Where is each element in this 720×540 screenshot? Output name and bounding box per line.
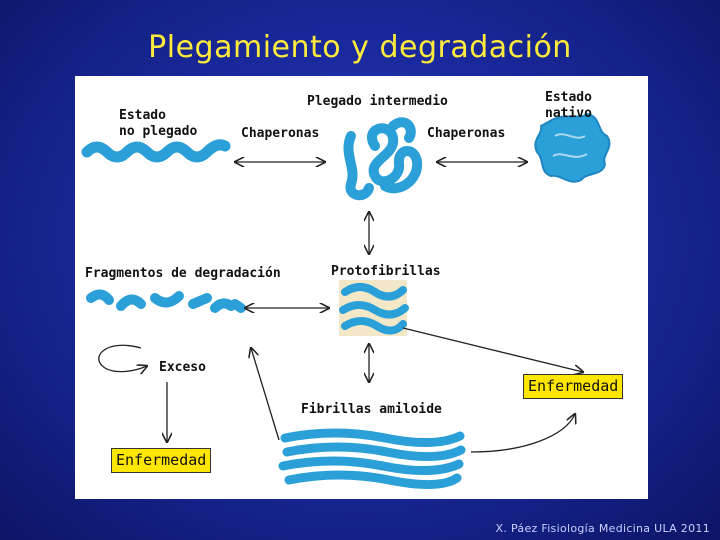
footer-credit: X. Páez Fisiología Medicina ULA 2011 xyxy=(495,522,710,535)
amyloid-fibrils-shape xyxy=(278,428,466,490)
label-protofibrils: Protofibrillas xyxy=(331,264,441,279)
label-native-line2: nativo xyxy=(545,106,592,121)
arrow-fibrils-excess xyxy=(251,348,280,441)
native-protein-shape xyxy=(534,112,611,183)
disease-box-right: Enfermedad xyxy=(523,374,624,399)
label-excess: Exceso xyxy=(159,360,206,375)
intermediate-protein-shape xyxy=(343,117,423,201)
label-unfolded-line1: Estado xyxy=(119,108,166,123)
disease-box-left: Enfermedad xyxy=(111,448,212,473)
diagram-panel: Estado no plegado Plegado intermedio Cha… xyxy=(75,76,648,499)
label-unfolded-line2: no plegado xyxy=(119,124,198,139)
label-intermediate-fold: Plegado intermedio xyxy=(307,94,448,109)
slide-title: Plegamiento y degradación xyxy=(148,30,572,65)
excess-cycle-arrow xyxy=(98,344,147,371)
protofibrils-shape xyxy=(339,283,409,335)
label-unfolded-state: Estado no plegado xyxy=(119,108,219,140)
label-native-state: Estado nativo xyxy=(545,90,625,122)
unfolded-protein-shape xyxy=(81,139,231,163)
degradation-fragments-shape xyxy=(86,289,246,313)
label-chaperones-right: Chaperonas xyxy=(427,126,506,141)
diagram-graphics xyxy=(81,112,611,490)
label-degradation-fragments: Fragmentos de degradación xyxy=(85,266,281,281)
arrow-fibrils-disease xyxy=(470,414,575,453)
label-native-line1: Estado xyxy=(545,90,592,105)
arrow-protofibrils-disease xyxy=(402,327,583,372)
label-amyloid-fibrils: Fibrillas amiloide xyxy=(301,402,442,417)
label-chaperones-left: Chaperonas xyxy=(241,126,320,141)
